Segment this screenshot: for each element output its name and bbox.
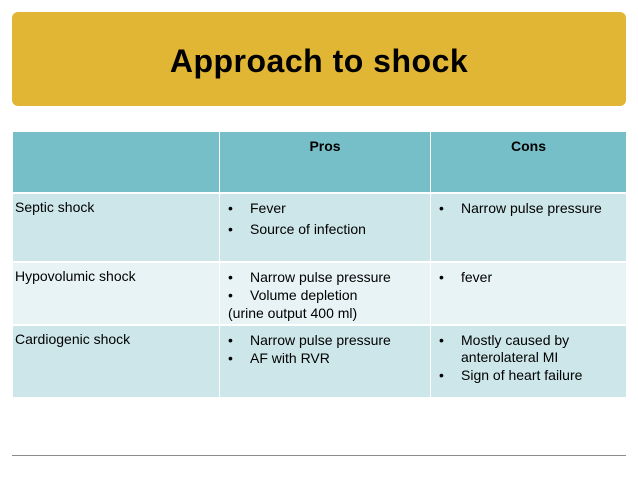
cons-list: fever [431,263,626,286]
header-pros-label: Pros [309,138,341,154]
table-row-hypovolumic: Hypovolumic shock Narrow pulse pressure … [12,261,627,325]
pros-list: Narrow pulse pressure AF with RVR [220,326,430,367]
cons-list: Mostly caused by anterolateral MI Sign o… [431,326,626,384]
row-name: Cardiogenic shock [15,331,131,347]
pros-item: Volume depletion [228,287,430,304]
shock-comparison-table: Pros Cons Septic shock Fever Source of i… [12,132,627,397]
slide-title: Approach to shock [169,42,469,79]
pros-list: Fever Source of infection [220,194,430,238]
pros-item: Narrow pulse pressure [228,332,430,349]
row-name-cell: Septic shock [12,192,220,262]
pros-cell: Narrow pulse pressure Volume depletion (… [219,261,431,325]
pros-list: Narrow pulse pressure Volume depletion [220,263,430,304]
footer-divider [12,455,626,456]
header-blank-cell [12,132,220,193]
row-name: Septic shock [15,199,95,215]
pros-item: Fever [228,200,430,217]
pros-item: Source of infection [228,221,430,238]
header-pros-cell: Pros [219,132,431,193]
cons-cell: Narrow pulse pressure [430,192,627,262]
header-cons-label: Cons [511,138,546,154]
header-cons-cell: Cons [430,132,627,193]
row-name-cell: Cardiogenic shock [12,324,220,397]
cons-item: Narrow pulse pressure [439,200,626,217]
pros-note: (urine output 400 ml) [228,305,358,321]
pros-item: AF with RVR [228,350,430,367]
title-banner: Approach to shock [12,12,626,106]
cons-item: fever [439,269,626,286]
pros-cell: Fever Source of infection [219,192,431,262]
pros-cell: Narrow pulse pressure AF with RVR [219,324,431,397]
table-row-septic: Septic shock Fever Source of infection N… [12,192,627,262]
cons-item: Mostly caused by anterolateral MI [439,332,626,366]
pros-item: Narrow pulse pressure [228,269,430,286]
table-row-cardiogenic: Cardiogenic shock Narrow pulse pressure … [12,324,627,397]
row-name-cell: Hypovolumic shock [12,261,220,325]
cons-cell: Mostly caused by anterolateral MI Sign o… [430,324,627,397]
row-name: Hypovolumic shock [15,268,136,284]
table-header-row: Pros Cons [12,132,627,193]
cons-cell: fever [430,261,627,325]
cons-list: Narrow pulse pressure [431,194,626,217]
cons-item: Sign of heart failure [439,367,626,384]
